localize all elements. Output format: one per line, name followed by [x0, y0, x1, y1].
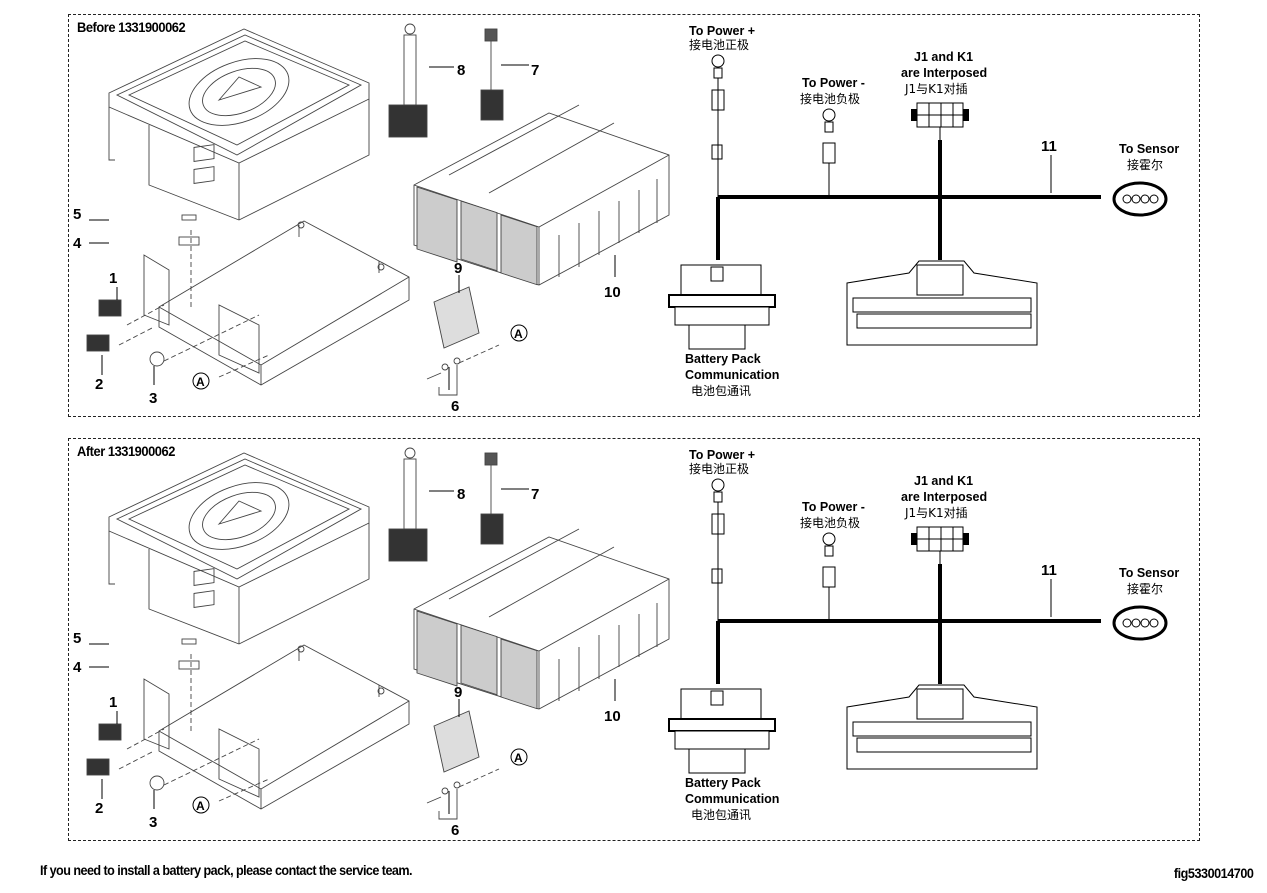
- battery-pack-comm-label-line1: Battery Pack: [685, 776, 761, 790]
- callouts: 4 5 1 2 3 6 7 8 9 10 11 A A: [73, 486, 1057, 839]
- signal-harness-7: [480, 28, 504, 121]
- main-controller-connector: [846, 684, 1038, 770]
- callout-5: 5: [73, 630, 81, 647]
- callout-5: 5: [73, 206, 81, 223]
- connector-1: [98, 299, 122, 317]
- callout-3: 3: [149, 390, 157, 407]
- wiring-harness-schematic: To Power + 接电池正极 To Power - 接电池负极 J1 and…: [668, 24, 1179, 398]
- panel-before: Before 1331900062: [68, 14, 1200, 417]
- to-sensor-cn: 接霍尔: [1127, 581, 1163, 596]
- j1-k1-label-line1: J1 and K1: [914, 474, 973, 488]
- marker-a-2: A: [514, 327, 523, 341]
- callout-10: 10: [604, 708, 621, 725]
- marker-a: A: [196, 799, 205, 813]
- connector-2: [86, 758, 110, 776]
- bms-module: [433, 286, 480, 349]
- callout-4: 4: [73, 235, 82, 252]
- signal-harness-7: [480, 452, 504, 545]
- to-power-positive-label: To Power +: [689, 24, 755, 38]
- j1-k1-cn: J1与K1对插: [904, 82, 968, 96]
- callout-1: 1: [109, 694, 117, 711]
- battery-pack-comm-connector: [668, 264, 776, 350]
- fastener-set: [426, 781, 461, 820]
- battery-modules: [413, 528, 670, 710]
- battery-pack-comm-connector: [668, 688, 776, 774]
- to-sensor-label: To Sensor: [1119, 566, 1179, 580]
- terminal-3: [149, 351, 165, 367]
- battery-modules: [413, 104, 670, 286]
- to-power-negative-label: To Power -: [802, 76, 865, 90]
- battery-pack-comm-cn: 电池包通讯: [691, 384, 751, 398]
- to-sensor-cn: 接霍尔: [1127, 157, 1163, 172]
- connector-1: [98, 723, 122, 741]
- callout-6: 6: [451, 822, 459, 839]
- marker-a-2: A: [514, 751, 523, 765]
- to-power-negative-cn: 接电池负极: [800, 515, 860, 530]
- j1-k1-label-line2: are Interposed: [901, 66, 987, 80]
- figure-id: fig5330014700: [1173, 865, 1253, 881]
- j1-k1-label-line2: are Interposed: [901, 490, 987, 504]
- fastener-set: [426, 357, 461, 396]
- battery-pack-comm-label-line2: Communication: [685, 368, 779, 382]
- fuse: [181, 638, 197, 645]
- callout-1: 1: [109, 270, 117, 287]
- callout-9: 9: [454, 684, 462, 701]
- j1-k1-label-line1: J1 and K1: [914, 50, 973, 64]
- j1-k1-cn: J1与K1对插: [904, 506, 968, 520]
- battery-pack-comm-label-line1: Battery Pack: [685, 352, 761, 366]
- to-power-positive-cn: 接电池正极: [689, 37, 749, 52]
- connector-2: [86, 334, 110, 352]
- callout-4: 4: [73, 659, 82, 676]
- fuse-holder: [178, 660, 200, 670]
- battery-tray: [143, 220, 410, 386]
- callout-11: 11: [1041, 138, 1057, 155]
- callout-6: 6: [451, 398, 459, 415]
- power-harness-8: [388, 23, 428, 138]
- wiring-harness-schematic: To Power + 接电池正极 To Power - 接电池负极 J1 and…: [668, 448, 1179, 822]
- callouts: 4 5 1 2 3 6 7 8 9 10 11 A A: [73, 62, 1057, 415]
- assembly-guide-lines: [118, 230, 500, 378]
- callout-8: 8: [457, 62, 465, 79]
- panel-title: After 1331900062: [77, 443, 175, 459]
- callout-11: 11: [1041, 562, 1057, 579]
- panel-title: Before 1331900062: [77, 19, 186, 35]
- callout-2: 2: [95, 800, 103, 817]
- bms-module: [433, 710, 480, 773]
- callout-2: 2: [95, 376, 103, 393]
- main-controller-connector: [846, 260, 1038, 346]
- battery-cover: [108, 452, 370, 645]
- assembly-guide-lines: [118, 654, 500, 802]
- callout-8: 8: [457, 486, 465, 503]
- fuse: [181, 214, 197, 221]
- terminal-3: [149, 775, 165, 791]
- to-power-negative-label: To Power -: [802, 500, 865, 514]
- battery-pack-comm-cn: 电池包通讯: [691, 808, 751, 822]
- callout-9: 9: [454, 260, 462, 277]
- to-power-negative-cn: 接电池负极: [800, 91, 860, 106]
- exploded-diagram: 4 5 1 2 3 6 7 8 9 10 11 A A To Power + 接…: [73, 447, 1179, 839]
- battery-tray: [143, 644, 410, 810]
- panel-after: After 1331900062: [68, 438, 1200, 841]
- to-power-positive-label: To Power +: [689, 448, 755, 462]
- to-sensor-label: To Sensor: [1119, 142, 1179, 156]
- exploded-diagram: 4 5 1 2 3 6 7 8 9 10 11 A A To Power + 接…: [73, 23, 1179, 415]
- callout-7: 7: [531, 486, 539, 503]
- battery-pack-comm-label-line2: Communication: [685, 792, 779, 806]
- callout-3: 3: [149, 814, 157, 831]
- footer-note: If you need to install a battery pack, p…: [40, 862, 413, 878]
- to-power-positive-cn: 接电池正极: [689, 461, 749, 476]
- power-harness-8: [388, 447, 428, 562]
- callout-7: 7: [531, 62, 539, 79]
- callout-10: 10: [604, 284, 621, 301]
- battery-cover: [108, 28, 370, 221]
- marker-a: A: [196, 375, 205, 389]
- fuse-holder: [178, 236, 200, 246]
